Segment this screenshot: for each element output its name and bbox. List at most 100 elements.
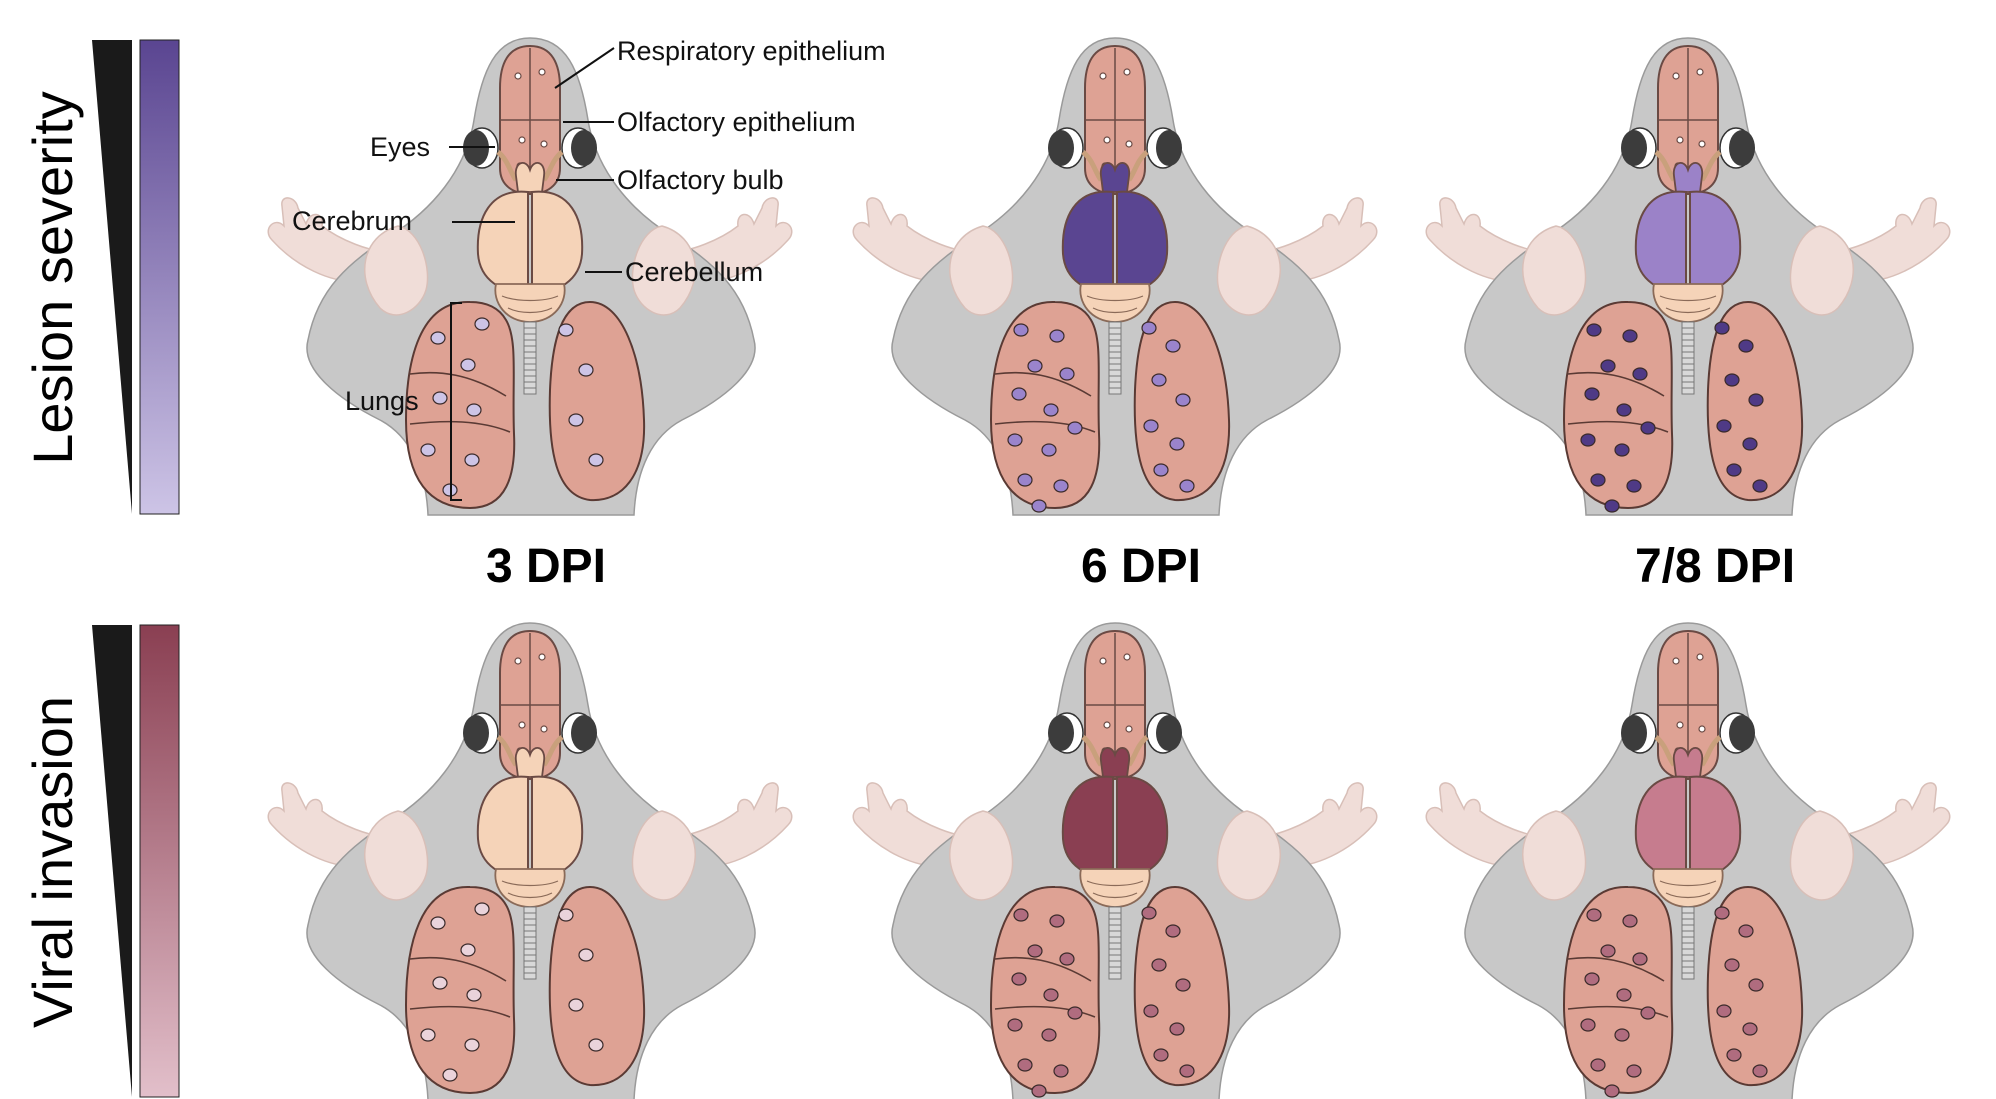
timepoint-label-6dpi: 6 DPI bbox=[1081, 540, 1201, 593]
lung-spot bbox=[1714, 906, 1730, 920]
mouse-diagram bbox=[267, 622, 793, 1099]
lung-spot bbox=[1165, 924, 1181, 938]
lung-spot bbox=[464, 453, 480, 467]
lung-spot bbox=[1041, 443, 1057, 457]
olfactory-bulb bbox=[1672, 162, 1704, 193]
epithelium-dot bbox=[540, 140, 548, 148]
mouse-diagram bbox=[1425, 37, 1951, 516]
lung-spot bbox=[588, 453, 604, 467]
label-respiratory-epithelium: Respiratory epithelium bbox=[617, 36, 886, 66]
optic-nerve-left bbox=[496, 150, 519, 182]
olfactory-bulb bbox=[514, 747, 546, 778]
epithelium-dot bbox=[538, 68, 546, 76]
lung-spot bbox=[1738, 924, 1754, 938]
lung-spot bbox=[1011, 972, 1027, 986]
lung-spot bbox=[1049, 914, 1065, 928]
lung-spot bbox=[1007, 1018, 1023, 1032]
lung-left bbox=[404, 300, 516, 510]
epithelium-dot bbox=[1672, 72, 1680, 80]
eye-left-iris bbox=[1621, 130, 1647, 166]
lesion-severity-legend: Lesion severity bbox=[21, 39, 180, 515]
optic-nerve-right bbox=[1699, 735, 1722, 767]
lung-spot bbox=[568, 998, 584, 1012]
lung-spot bbox=[464, 1038, 480, 1052]
lung-spot bbox=[1586, 908, 1602, 922]
lung-spot bbox=[460, 943, 476, 957]
lung-spot bbox=[1616, 403, 1632, 417]
lung-spot bbox=[1748, 393, 1764, 407]
lung-spot bbox=[474, 902, 490, 916]
lung-spot bbox=[1622, 914, 1638, 928]
lungs-bracket bbox=[450, 302, 462, 501]
optic-nerve-right bbox=[1126, 735, 1149, 767]
epithelium-dot bbox=[538, 653, 546, 661]
lung-spot bbox=[1604, 1084, 1620, 1098]
epithelium-dot bbox=[1125, 140, 1133, 148]
lung-spot bbox=[474, 317, 490, 331]
lung-left-lobes bbox=[1567, 956, 1669, 1018]
lung-left bbox=[989, 885, 1101, 1095]
lung-spot bbox=[1179, 479, 1195, 493]
shoulder-right bbox=[631, 810, 696, 901]
lung-spot bbox=[558, 908, 574, 922]
epithelium-dot bbox=[1103, 721, 1111, 729]
eye-right-iris bbox=[571, 715, 597, 751]
lung-left bbox=[1562, 885, 1674, 1095]
lung-spot bbox=[1043, 403, 1059, 417]
epithelium-dot bbox=[1676, 721, 1684, 729]
lung-spot bbox=[1011, 387, 1027, 401]
lung-spot bbox=[588, 1038, 604, 1052]
epithelium-dot bbox=[1672, 657, 1680, 665]
lung-spot bbox=[1143, 1004, 1159, 1018]
lung-spot bbox=[1027, 944, 1043, 958]
lung-spot bbox=[1059, 367, 1075, 381]
lung-spot bbox=[1632, 952, 1648, 966]
lung-spot bbox=[466, 988, 482, 1002]
label-cerebellum: Cerebellum bbox=[625, 257, 763, 287]
epithelium-dot bbox=[518, 136, 526, 144]
lung-spot bbox=[1600, 359, 1616, 373]
epithelium-dot bbox=[518, 721, 526, 729]
mouse-diagram bbox=[852, 37, 1378, 516]
viral-wedge bbox=[92, 625, 132, 1097]
mouse-panels bbox=[267, 37, 1951, 1099]
lung-spot bbox=[1616, 988, 1632, 1002]
label-olfactory-epithelium: Olfactory epithelium bbox=[617, 107, 856, 137]
viral-invasion-legend: Viral invasion bbox=[21, 624, 180, 1098]
lung-spot bbox=[1622, 329, 1638, 343]
lung-left-lobes bbox=[1567, 371, 1669, 433]
lung-spot bbox=[460, 358, 476, 372]
optic-nerve-left bbox=[496, 735, 519, 767]
lung-spot bbox=[1738, 339, 1754, 353]
optic-nerve-right bbox=[1699, 150, 1722, 182]
lung-spot bbox=[578, 948, 594, 962]
shoulder-left bbox=[1522, 810, 1587, 901]
label-eyes: Eyes bbox=[370, 132, 430, 162]
label-lungs: Lungs bbox=[345, 386, 419, 416]
epithelium-dot bbox=[514, 72, 522, 80]
timepoint-label-7-8dpi: 7/8 DPI bbox=[1635, 540, 1795, 593]
lung-spot bbox=[1067, 1006, 1083, 1020]
shoulder-left bbox=[364, 225, 429, 316]
lung-spot bbox=[1175, 393, 1191, 407]
optic-nerve-left bbox=[1081, 150, 1104, 182]
lung-spot bbox=[1141, 906, 1157, 920]
lung-spot bbox=[1640, 1006, 1656, 1020]
lung-spot bbox=[1716, 1004, 1732, 1018]
lung-spot bbox=[1143, 419, 1159, 433]
olfactory-bulb bbox=[1099, 747, 1131, 778]
lung-spot bbox=[1049, 329, 1065, 343]
lung-spot bbox=[1584, 387, 1600, 401]
epithelium-dot bbox=[1698, 140, 1706, 148]
lung-spot bbox=[1007, 433, 1023, 447]
lung-spot bbox=[1584, 972, 1600, 986]
lung-left bbox=[1562, 300, 1674, 510]
lung-spot bbox=[1726, 1048, 1742, 1062]
lung-spot bbox=[1067, 421, 1083, 435]
lung-spot bbox=[1059, 952, 1075, 966]
mouse-diagram bbox=[852, 622, 1378, 1099]
row-label-lesion-severity: Lesion severity bbox=[21, 91, 84, 465]
lung-left-lobes bbox=[994, 371, 1096, 433]
lung-spot bbox=[1169, 437, 1185, 451]
